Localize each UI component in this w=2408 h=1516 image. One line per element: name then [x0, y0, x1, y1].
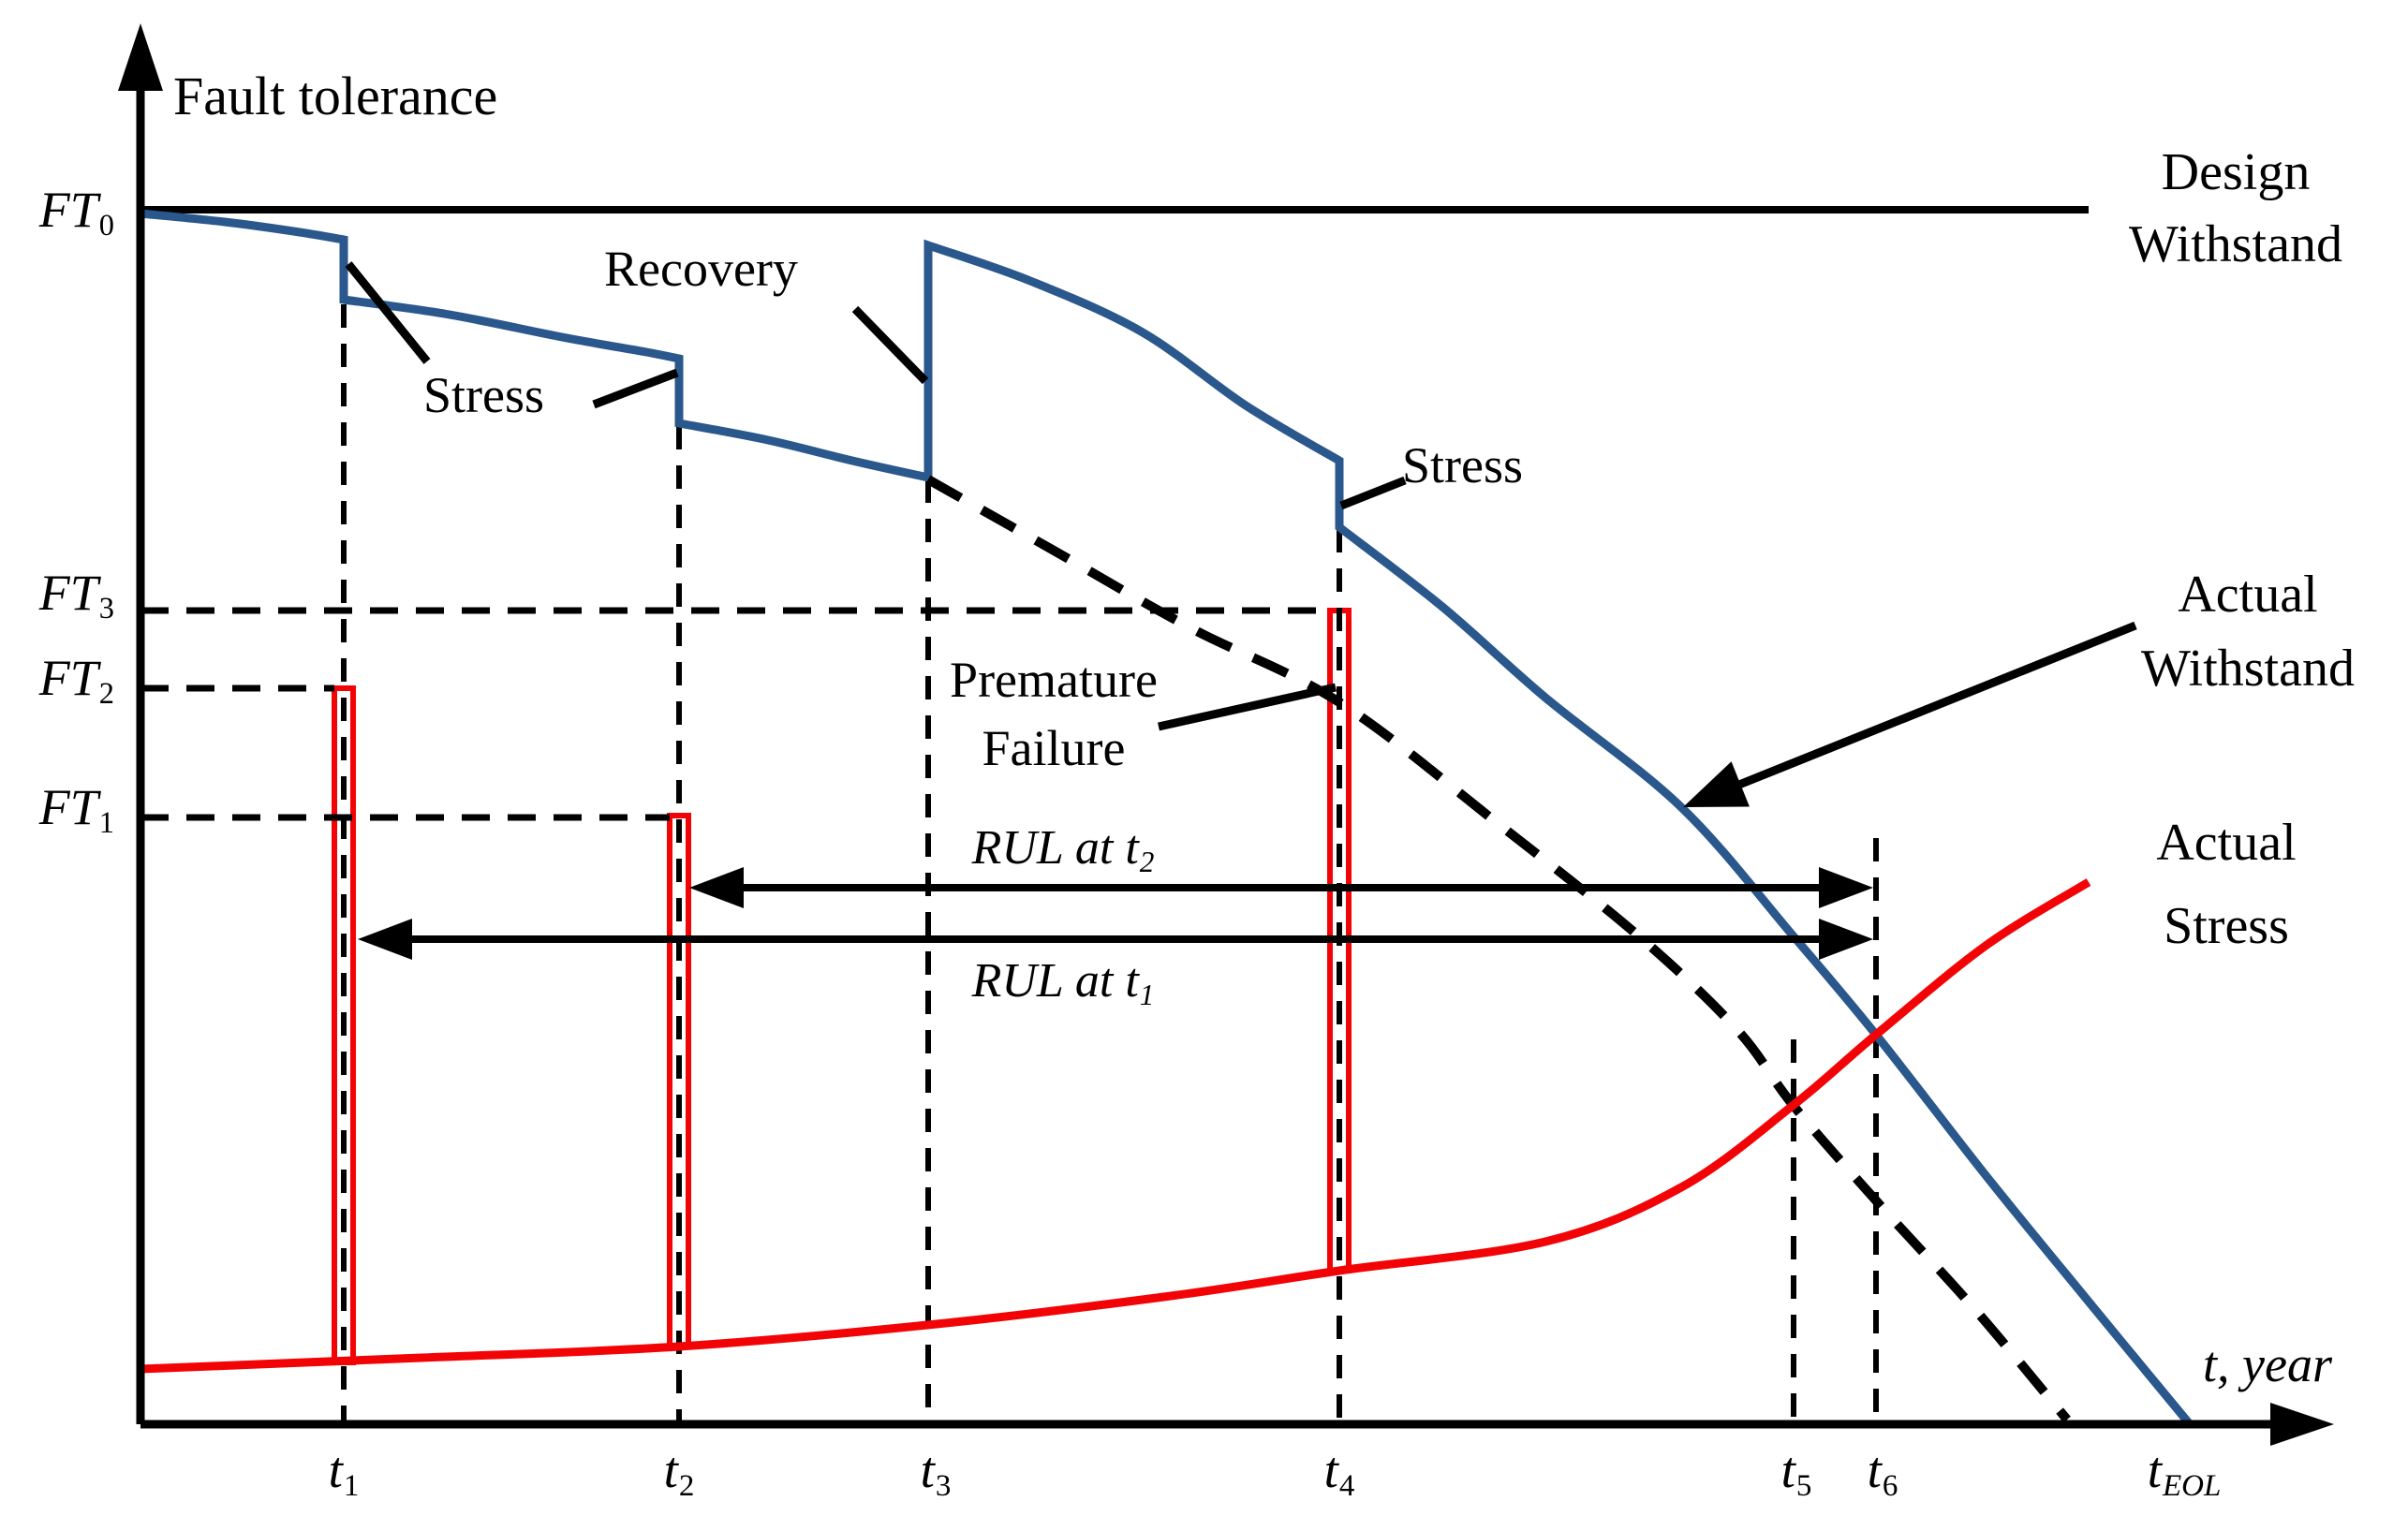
actual-withstand-arrowhead: [1683, 761, 1750, 807]
t6-tick-label: t6: [1867, 1441, 1898, 1504]
callout-line-2: [851, 305, 929, 385]
actual-withstand-arrow-line: [1724, 621, 2137, 794]
ft2-tick-label: FT2: [38, 650, 114, 712]
curve-actual-stress: [140, 878, 2091, 1374]
ft1-tick-label: FT1: [38, 779, 114, 841]
actual-withstand-label: Actual Withstand: [2141, 566, 2355, 698]
y-axis-title: Fault tolerance: [173, 66, 498, 126]
premature-failure-label: Premature Failure: [950, 652, 1158, 776]
callout-line-1: [592, 368, 679, 409]
rul-arrowhead-right-0: [1819, 867, 1873, 908]
t5-tick-label: t5: [1780, 1441, 1812, 1504]
ft0-tick-label: FT0: [38, 182, 114, 243]
rul-arrowhead-left-1: [358, 919, 412, 960]
callout-line-0: [345, 261, 431, 364]
t1-tick-label: t1: [328, 1441, 360, 1504]
design-withstand-label: Design Withstand: [2129, 143, 2342, 273]
rul-arrowhead-left-0: [689, 867, 744, 908]
actual-stress-label: Actual Stress: [2156, 814, 2297, 955]
x-axis-title: t, year: [2203, 1336, 2332, 1392]
recovery-label: Recovery: [604, 241, 798, 297]
callout-line-3: [1339, 476, 1407, 510]
t4-tick-label: t4: [1323, 1441, 1355, 1504]
t3-tick-label: t3: [920, 1441, 952, 1504]
teol-tick-label: tEOL: [2147, 1441, 2222, 1504]
curve-actual-withstand: [140, 209, 2194, 1427]
ft3-tick-label: FT3: [38, 565, 114, 626]
x-axis-arrowhead: [2270, 1403, 2334, 1446]
callout-line-4: [1158, 683, 1337, 731]
stress-label-2: Stress: [1402, 437, 1524, 493]
t2-tick-label: t2: [663, 1441, 695, 1504]
rul-at-t2-label: RUL at t2: [971, 821, 1155, 878]
curve-withstand-projection-without-recovery: [925, 475, 2071, 1423]
rul-at-t1-label: RUL at t1: [971, 954, 1155, 1011]
rul-arrowhead-right-1: [1819, 919, 1873, 960]
stress-label-1: Stress: [423, 367, 545, 423]
y-axis-arrowhead: [118, 23, 163, 91]
